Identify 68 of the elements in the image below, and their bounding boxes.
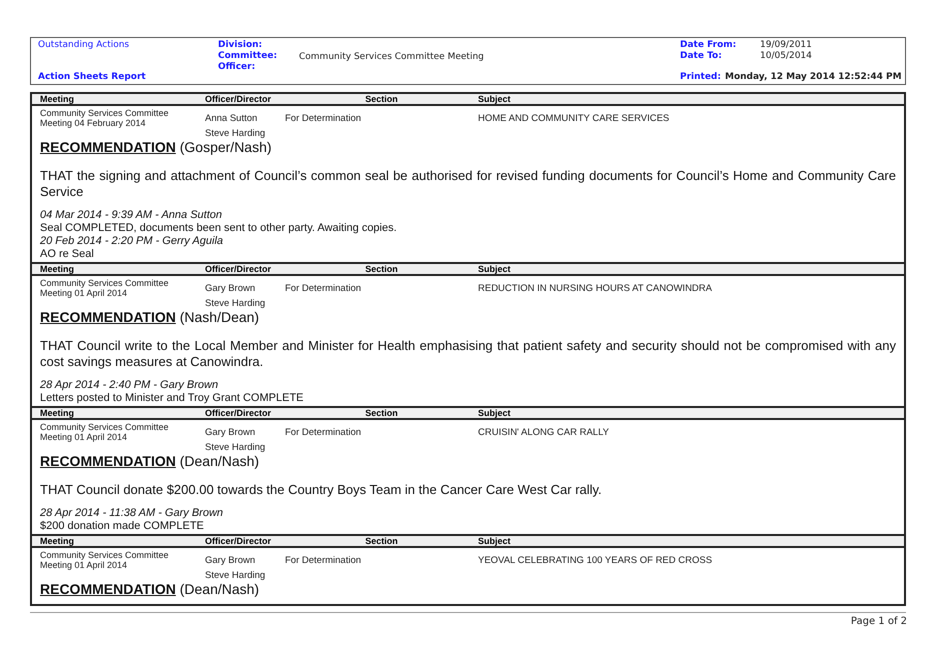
column-heading: Subject — [478, 408, 512, 419]
officer-name: Steve Harding — [205, 442, 266, 453]
column-heading: Section — [364, 264, 399, 275]
recommendation-heading: RECOMMENDATION (Dean/Nash) — [40, 453, 260, 469]
officer-name: Steve Harding — [205, 298, 266, 309]
date-value: 10/05/2014 — [760, 51, 812, 61]
note-text: $200 donation made COMPLETE — [40, 520, 204, 533]
recommendation-heading: RECOMMENDATION (Gosper/Nash) — [40, 139, 272, 155]
header-panel — [30, 37, 906, 85]
field-value: Community Services Committee Meeting — [299, 52, 484, 62]
report-table — [30, 92, 906, 606]
field-label: Division: — [218, 40, 262, 50]
recommendation-text: THAT Council donate $200.00 towards the Country Boys Team in the Cancer Care West Car rally. — [40, 482, 603, 498]
column-heading: Subject — [478, 264, 512, 275]
note-text: AO re Seal — [40, 248, 94, 261]
subject-text: HOME AND COMMUNITY CARE SERVICES — [478, 113, 670, 126]
column-heading: Meeting — [40, 536, 76, 547]
meeting-name: Community Services Committee Meeting 01 April 2014 — [40, 550, 170, 570]
meeting-name: Community Services Committee Meeting 04 February 2014 — [40, 108, 170, 128]
section-name: For Determination — [285, 555, 362, 568]
column-heading: Officer/Director — [205, 408, 272, 419]
recommendation-heading: RECOMMENDATION (Dean/Nash) — [40, 581, 260, 597]
subject-text: CRUISIN' ALONG CAR RALLY — [478, 427, 609, 440]
printed-timestamp: Monday, 12 May 2014 12:52:44 PM — [725, 72, 902, 82]
page-number: Page 1 of 2 — [850, 616, 907, 627]
officer-name: Gary Brown — [205, 555, 256, 566]
field-label: Committee: — [218, 51, 278, 61]
note-timestamp: 28 Apr 2014 - 2:40 PM - Gary Brown — [40, 379, 218, 392]
recommendation-heading: RECOMMENDATION (Nash/Dean) — [40, 309, 260, 325]
action-record — [32, 262, 904, 406]
note-timestamp: 28 Apr 2014 - 11:38 AM - Gary Brown — [40, 507, 224, 520]
section-name: For Determination — [285, 113, 362, 126]
field-label: Printed: — [680, 72, 721, 82]
note-text: Seal COMPLETED, documents been sent to other party. Awaiting copies. — [40, 222, 397, 235]
officer-name: Steve Harding — [205, 570, 266, 581]
column-heading: Subject — [478, 536, 512, 547]
column-heading: Meeting — [40, 94, 76, 105]
field-label: Date From: — [680, 40, 736, 50]
recommendation-text: THAT Council write to the Local Member and Minister for Health emphasising that patient safety and security should not be compromised with any cost savings measures at Canowindra. — [40, 338, 896, 370]
subject-text: REDUCTION IN NURSING HOURS AT CANOWINDRA — [478, 283, 712, 296]
column-heading: Section — [364, 94, 399, 105]
note-timestamp: 20 Feb 2014 - 2:20 PM - Gerry Aguila — [40, 235, 224, 248]
column-heading: Meeting — [40, 264, 76, 275]
column-heading: Subject — [478, 94, 512, 105]
officer-name: Gary Brown — [205, 283, 256, 294]
column-heading: Officer/Director — [205, 94, 272, 105]
field-label: Officer: — [218, 62, 256, 72]
action-record — [32, 534, 904, 598]
recommendation-text: THAT the signing and attachment of Council’s common seal be authorised for revised funding documents for Council’s Home and Community Care Service — [40, 168, 896, 200]
meeting-name: Community Services Committee Meeting 01 April 2014 — [40, 278, 170, 298]
column-heading: Section — [364, 408, 399, 419]
column-heading: Officer/Director — [205, 264, 272, 275]
officer-name: Anna Sutton — [205, 113, 258, 124]
officer-name: Steve Harding — [205, 128, 266, 139]
field-label: Date To: — [680, 51, 722, 61]
note-timestamp: 04 Mar 2014 - 9:39 AM - Anna Sutton — [40, 209, 222, 222]
column-heading: Officer/Director — [205, 536, 272, 547]
officer-name: Gary Brown — [205, 427, 256, 438]
meeting-name: Community Services Committee Meeting 01 April 2014 — [40, 422, 170, 442]
section-name: For Determination — [285, 283, 362, 296]
column-heading: Section — [364, 536, 399, 547]
note-text: Letters posted to Minister and Troy Grant COMPLETE — [40, 392, 304, 405]
section-name: For Determination — [285, 427, 362, 440]
date-value: 19/09/2011 — [760, 40, 812, 50]
report-type: Outstanding Actions — [38, 40, 130, 50]
subject-text: YEOVAL CELEBRATING 100 YEARS OF RED CROSS — [478, 555, 712, 568]
report-title: Action Sheets Report — [38, 72, 146, 82]
column-heading: Meeting — [40, 408, 76, 419]
